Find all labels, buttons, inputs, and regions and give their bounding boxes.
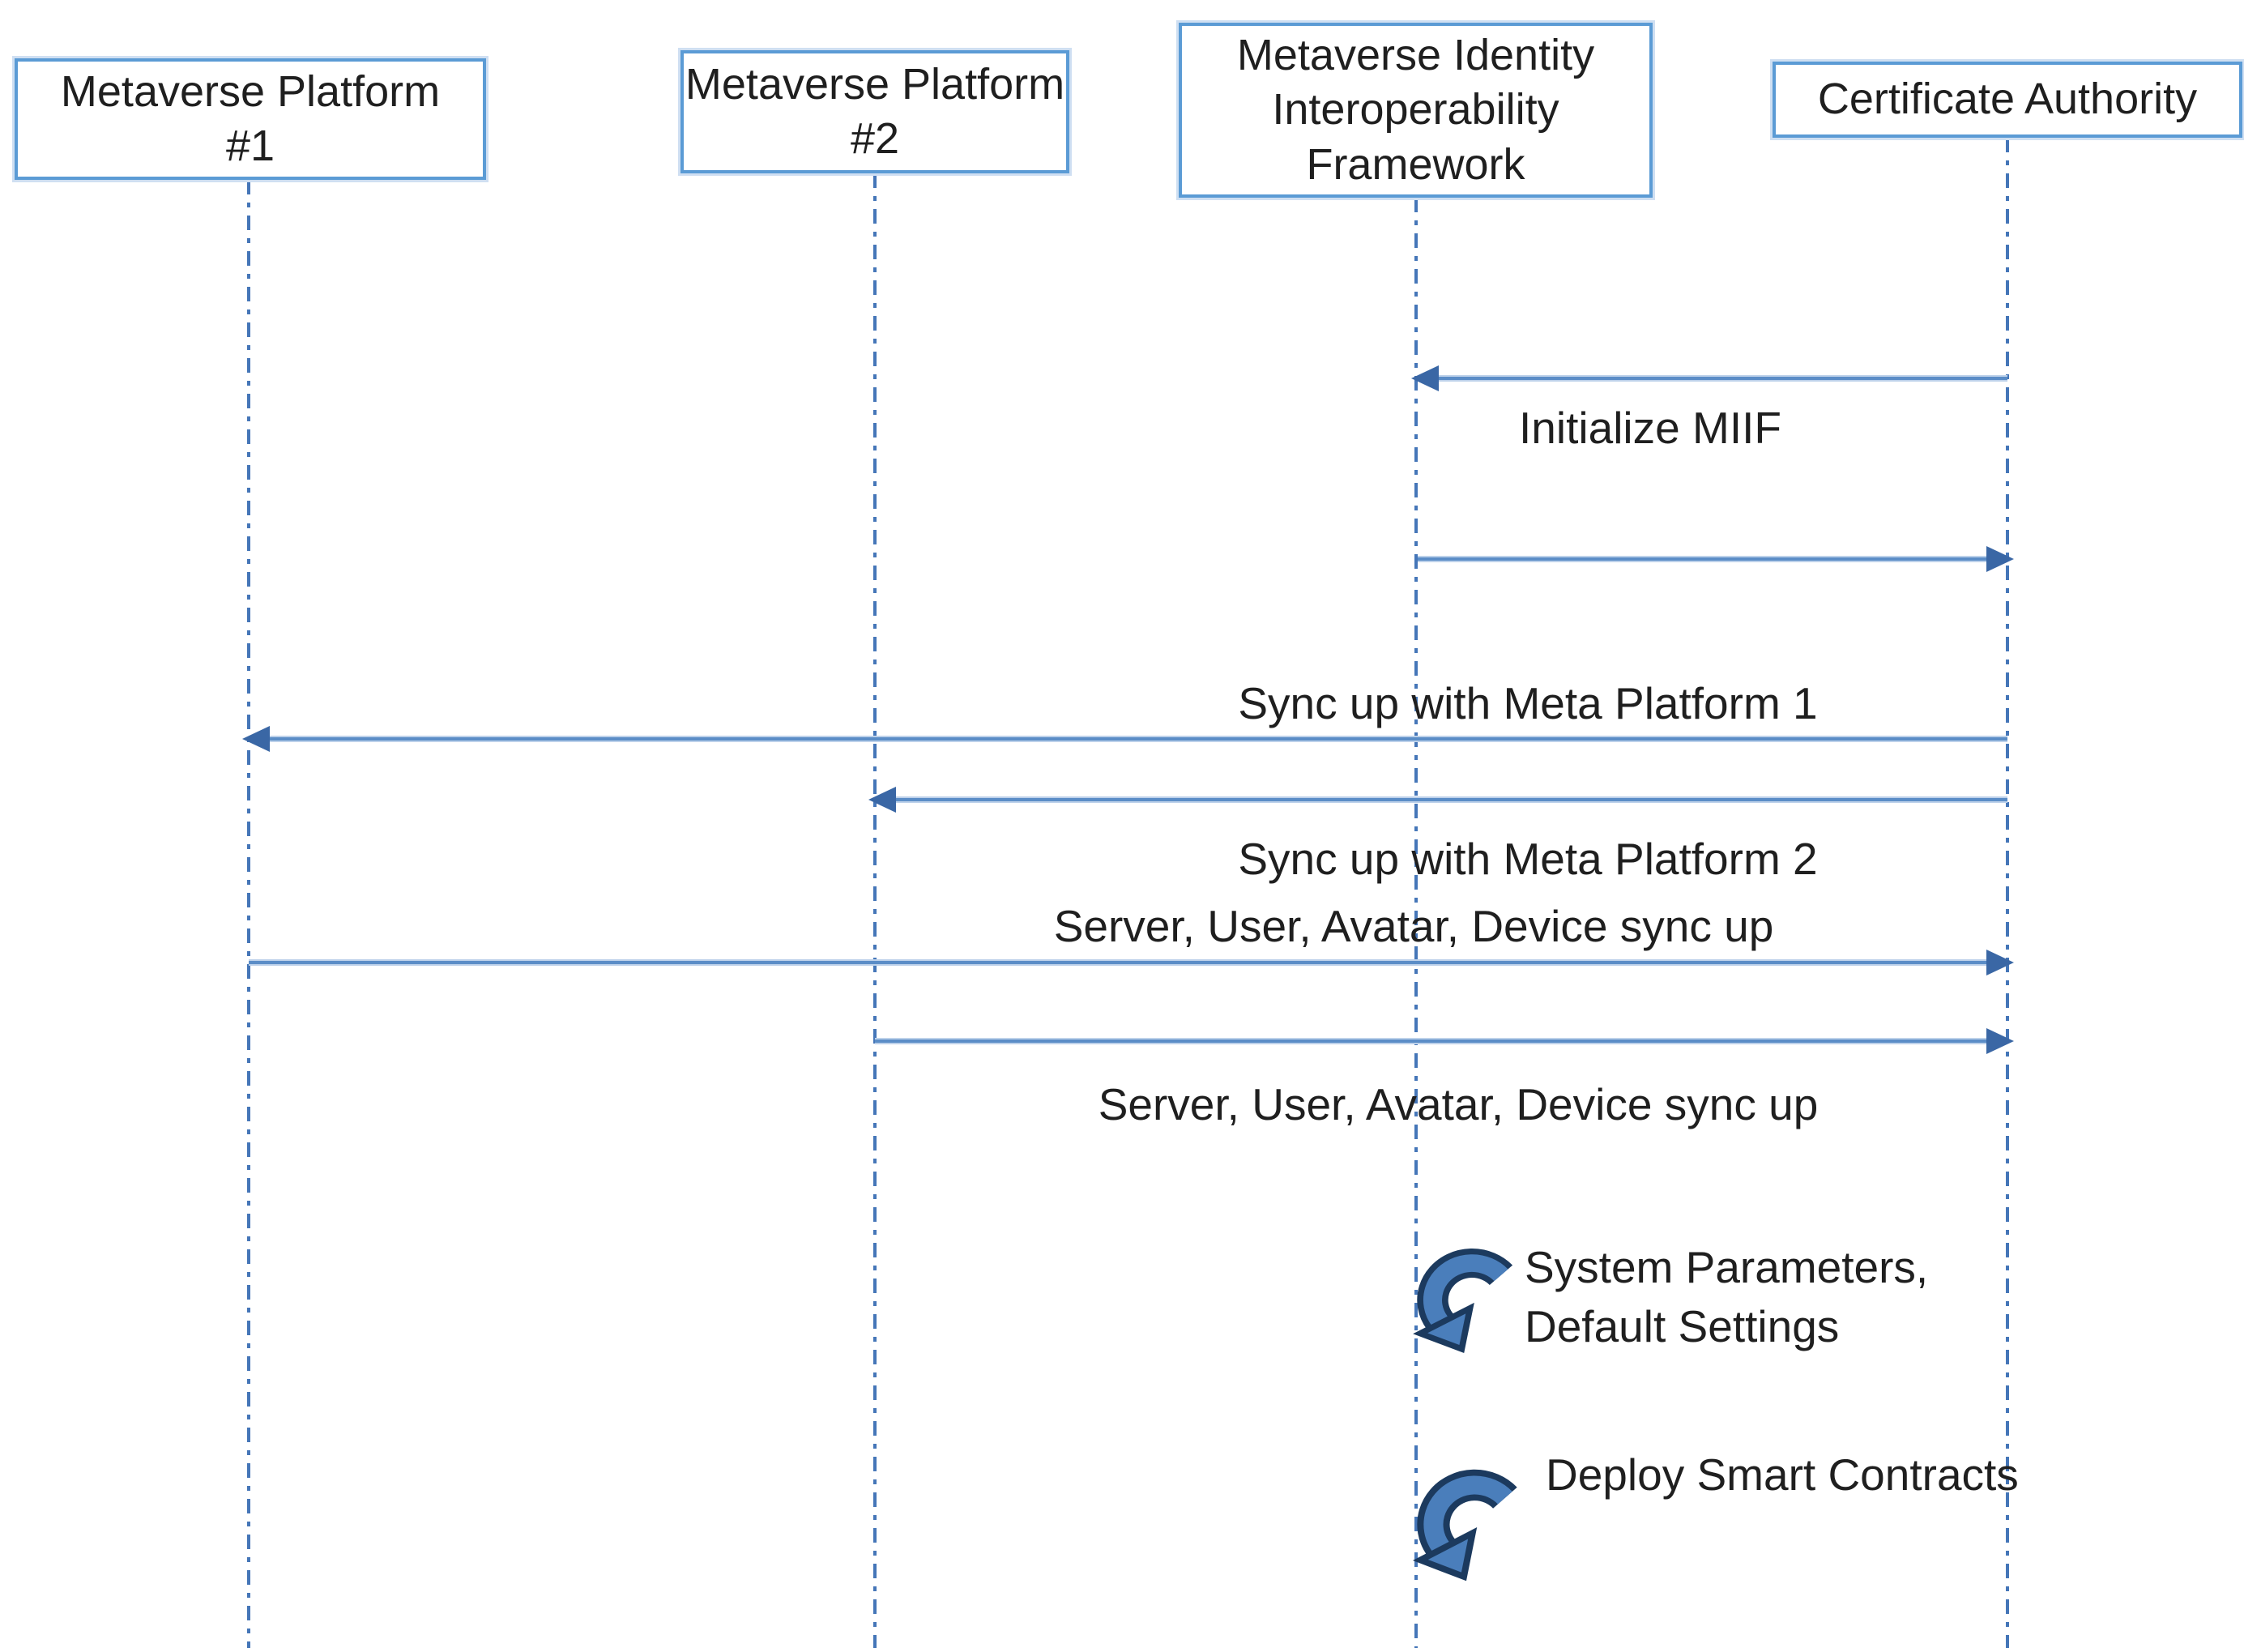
self-message-label-deploy-smart-contracts: Deploy Smart Contracts (1546, 1449, 2019, 1500)
arrowhead-left-icon (1411, 365, 1439, 391)
lifeline-certificate-authority (2006, 138, 2009, 1648)
message-arrow-sync-platform-1 (242, 726, 2007, 752)
participant-metaverse-platform-1: Metaverse Platform #1 (15, 58, 486, 180)
message-label-server-sync-2: Server, User, Avatar, Device sync up (1098, 1079, 1819, 1129)
message-arrow-server-sync-2 (875, 1028, 2014, 1054)
participant-metaverse-platform-2: Metaverse Platform #2 (680, 50, 1069, 173)
lifeline-metaverse-platform-2 (873, 173, 877, 1648)
message-arrow-miif-to-ca (1418, 546, 2014, 572)
arrowhead-right-icon (1986, 1028, 2014, 1054)
arrowhead-left-icon (242, 726, 270, 752)
lifeline-miif (1414, 198, 1418, 1648)
arrowhead-right-icon (1986, 950, 2014, 975)
loop-arrow-icon (1412, 1469, 1517, 1582)
message-label-sync-platform-1: Sync up with Meta Platform 1 (1238, 678, 1818, 728)
loop-arrow-icon (1413, 1249, 1513, 1353)
lifeline-metaverse-platform-1 (247, 180, 250, 1648)
message-label-initialize-miif: Initialize MIIF (1519, 403, 1781, 453)
message-arrow-server-sync-1 (249, 950, 2014, 975)
message-arrow-initialize-miif (1411, 365, 2007, 391)
self-message-label-system-parameters: System Parameters, Default Settings (1525, 1242, 1929, 1351)
message-arrow-sync-platform-2 (868, 787, 2007, 813)
arrowhead-right-icon (1986, 546, 2014, 572)
message-label-sync-platform-2: Sync up with Meta Platform 2 (1238, 834, 1818, 884)
message-label-server-sync-1: Server, User, Avatar, Device sync up (1053, 901, 1774, 951)
participant-certificate-authority: Certificate Authority (1773, 62, 2242, 138)
participant-miif: Metaverse Identity Interoperability Fram… (1179, 23, 1653, 198)
arrowhead-left-icon (868, 787, 896, 813)
